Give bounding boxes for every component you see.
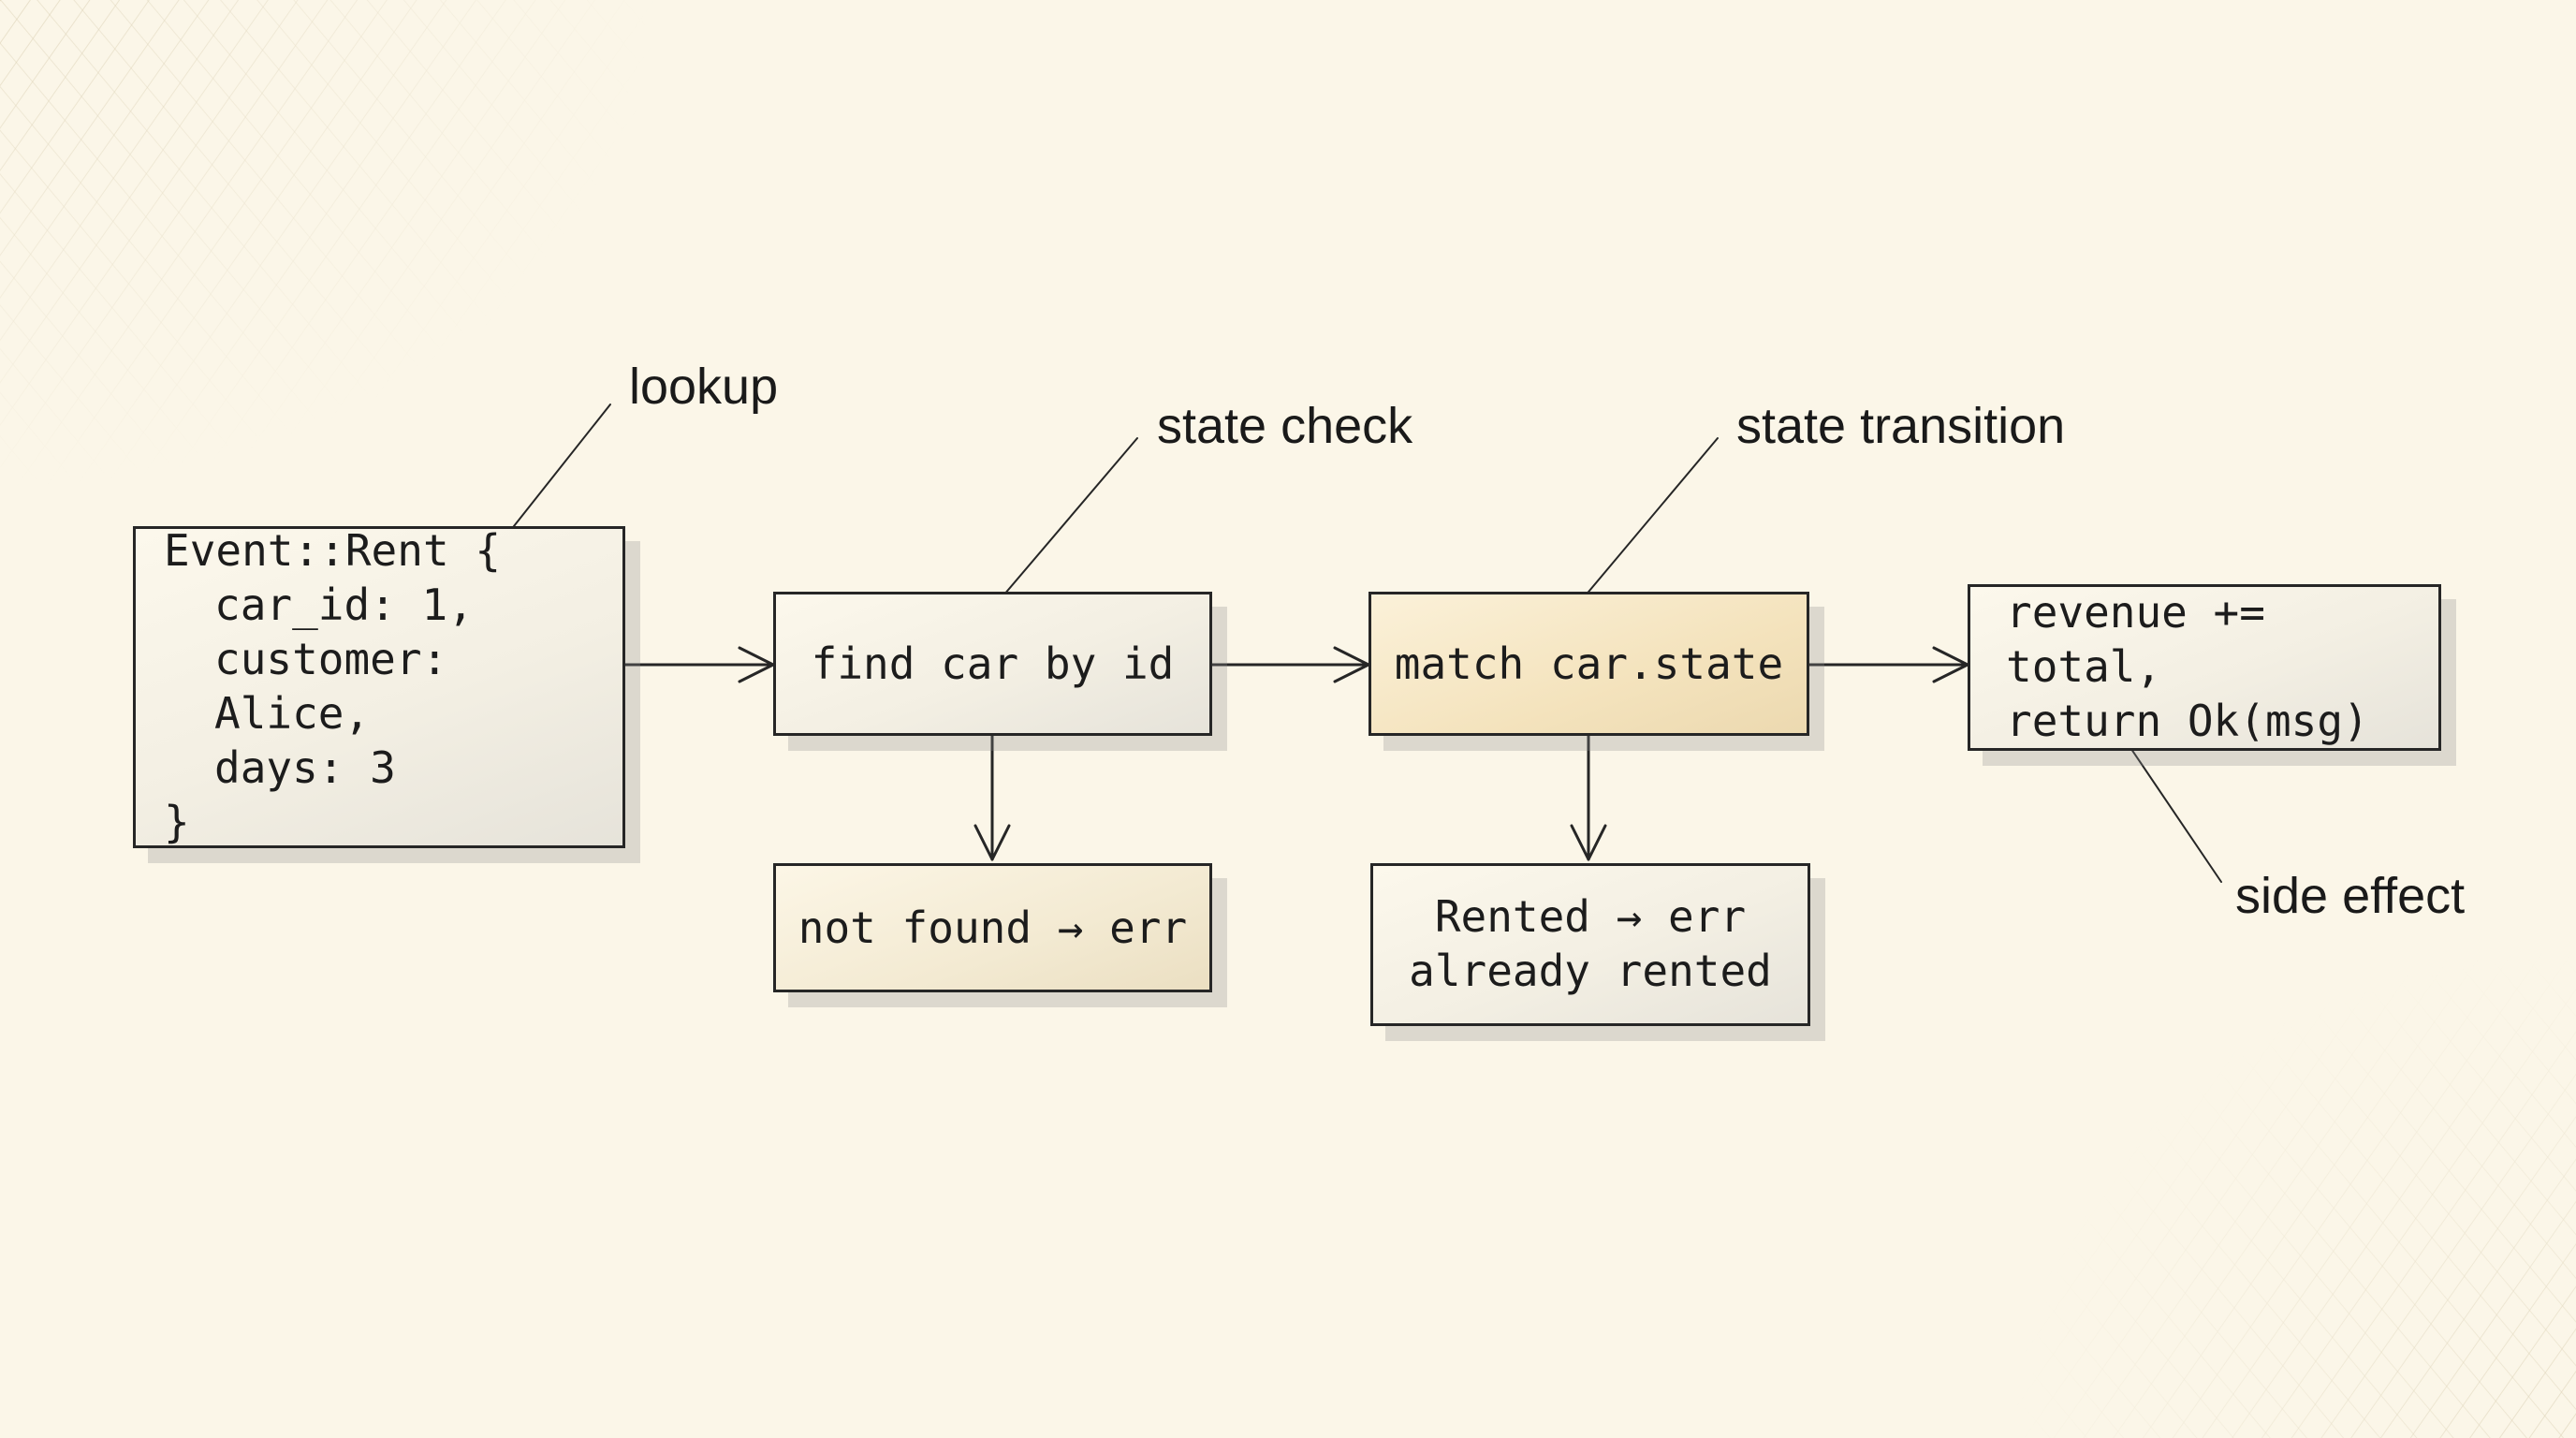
rented-line: already rented <box>1409 946 1772 996</box>
event-rent-code: Event::Rent { car_id: 1, customer: Alice… <box>164 524 622 850</box>
find-car-node: find car by id <box>773 592 1212 736</box>
arrowhead-match-state-to-rented <box>1570 824 1607 861</box>
revenue-code: revenue += total, return Ok(msg) <box>2006 586 2438 749</box>
leader-line-state-transition <box>1569 437 1719 615</box>
revenue-line: revenue += total, <box>2006 587 2265 693</box>
event-line: days: 3 <box>214 741 396 793</box>
revenue-node: revenue += total, return Ok(msg) <box>1968 584 2441 751</box>
match-state-node: match car.state <box>1368 592 1809 736</box>
revenue-line: return Ok(msg) <box>2006 695 2369 746</box>
not-found-label: not found → err <box>798 902 1188 953</box>
leader-line-side-effect <box>2116 727 2222 883</box>
annotation-side-effect: side effect <box>2235 868 2466 924</box>
event-line: } <box>164 796 190 847</box>
rented-node: Rented → err already rented <box>1370 863 1810 1026</box>
event-line: car_id: 1, <box>214 580 474 631</box>
match-state-label: match car.state <box>1394 638 1784 689</box>
rented-line: Rented → err <box>1434 891 1747 943</box>
annotation-state-check: state check <box>1157 398 1413 454</box>
annotation-state-transition: state transition <box>1736 398 2066 454</box>
leader-line-lookup <box>495 404 611 550</box>
not-found-node: not found → err <box>773 863 1212 992</box>
leader-line-state-check <box>987 437 1138 615</box>
arrowhead-find-car-to-not-found <box>973 824 1011 861</box>
annotation-lookup: lookup <box>629 359 779 415</box>
event-line: customer: Alice, <box>214 634 448 739</box>
find-car-label: find car by id <box>811 638 1175 689</box>
event-line: Event::Rent { <box>164 525 502 577</box>
rented-text: Rented → err already rented <box>1409 890 1772 999</box>
event-rent-node: Event::Rent { car_id: 1, customer: Alice… <box>133 524 625 850</box>
